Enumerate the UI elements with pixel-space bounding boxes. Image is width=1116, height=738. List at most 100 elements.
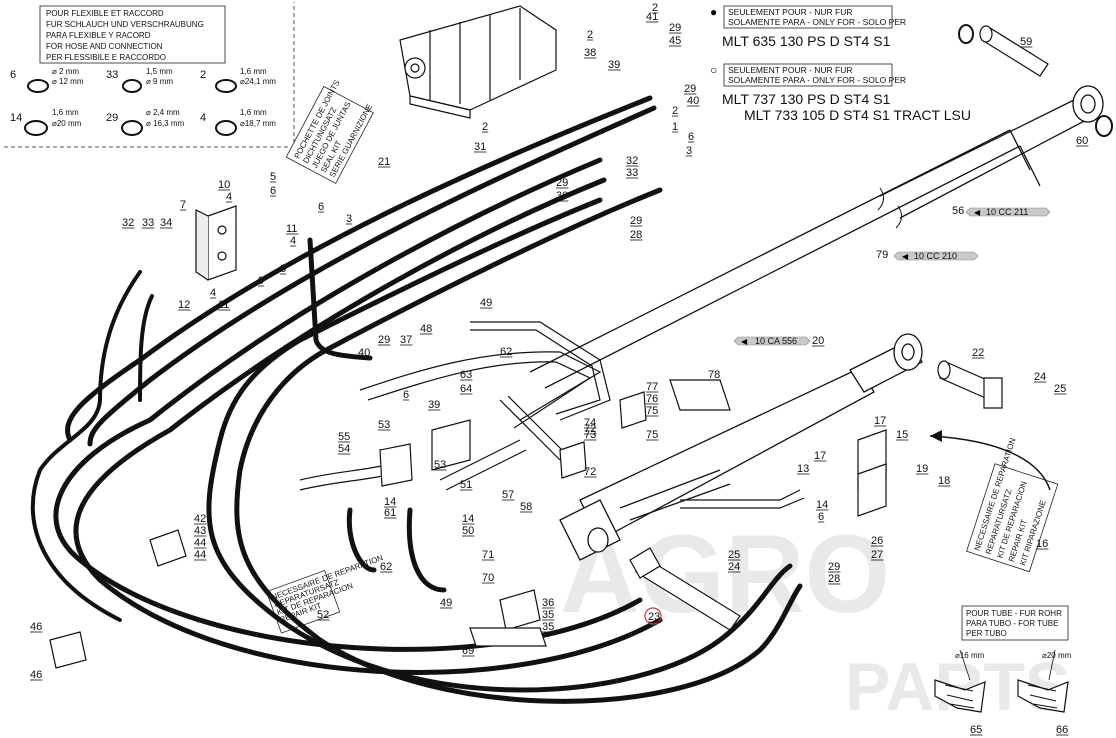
callout-6: 6: [403, 389, 409, 401]
callout-4: 4: [226, 191, 232, 203]
callout-26: 26: [871, 535, 883, 547]
legend-line-4: FOR HOSE AND CONNECTION: [46, 42, 163, 51]
callout-16: 16: [1036, 538, 1048, 550]
callout-11: 11: [218, 299, 229, 311]
callout-41: 41: [646, 11, 658, 23]
callout-72: 72: [584, 466, 596, 478]
callout-24: 24: [728, 561, 740, 573]
callout-43: 43: [194, 525, 206, 537]
svg-text:10 CA 556: 10 CA 556: [755, 336, 797, 346]
callout-20: 20: [812, 335, 824, 347]
arrow-left-icon: ◀: [902, 252, 909, 261]
tube-fitting-left-icon: [934, 679, 986, 713]
callout-33: 33: [626, 167, 638, 179]
callout-17: 17: [814, 450, 826, 462]
callout-7: 7: [180, 199, 186, 211]
callout-63: 63: [460, 369, 472, 381]
reference-badge-10cc211[interactable]: 10 CC 211 ◀: [965, 207, 1051, 217]
callout-32: 32: [122, 217, 134, 229]
legend-item-ref: 29: [106, 112, 118, 124]
callout-28: 28: [630, 229, 642, 241]
legend-line-3: PARA FLEXIBLE Y RACORD: [46, 31, 151, 40]
callout-48: 48: [420, 323, 432, 335]
reference-badge-10ca556[interactable]: 10 CA 556 ◀: [733, 336, 811, 346]
legend-item-ref: 4: [200, 112, 206, 124]
seal-ring-icon: [215, 79, 237, 93]
callout-64: 64: [460, 383, 472, 395]
legend-item-6: 6 ⌀ 2 mm ⌀ 12 mm: [10, 67, 84, 93]
filled-bullet-icon: ●: [710, 5, 717, 19]
callout-33: 33: [142, 217, 154, 229]
callout-72: 72: [584, 423, 596, 435]
callout-29: 29: [669, 22, 681, 34]
assembly-arrow: [929, 435, 1051, 491]
svg-text:SEULEMENT POUR - NUR FUR: SEULEMENT POUR - NUR FUR: [728, 7, 853, 17]
callout-37: 37: [400, 334, 412, 346]
svg-text:⌀ 9 mm: ⌀ 9 mm: [146, 77, 173, 86]
callout-71: 71: [482, 549, 494, 561]
callout-23: 23: [648, 611, 660, 623]
callout-4: 4: [290, 235, 296, 247]
callout-31: 31: [474, 141, 486, 153]
arrow-head-icon: [930, 430, 942, 442]
callout-66: 66: [1056, 724, 1068, 736]
callout-70: 70: [482, 572, 494, 584]
callout-9: 9: [258, 275, 264, 287]
legend-item-ref: 14: [10, 112, 22, 124]
callout-53: 53: [378, 419, 390, 431]
callout-29: 29: [828, 561, 840, 573]
callout-45: 45: [669, 35, 681, 47]
compensation-cylinder: [559, 333, 923, 561]
callout-35: 35: [542, 609, 554, 621]
callout-50: 50: [462, 525, 474, 537]
svg-text:10 CC 210: 10 CC 210: [914, 251, 957, 261]
callout-1: 1: [672, 121, 678, 133]
callout-25: 25: [728, 549, 740, 561]
legend-item-ref: 6: [10, 69, 16, 81]
arrow-left-icon: ◀: [741, 337, 748, 346]
svg-text:POUR TUBE - FUR ROHR: POUR TUBE - FUR ROHR: [966, 609, 1062, 618]
legend-item-14: 14 1,6 mm ⌀20 mm: [10, 108, 82, 136]
callout-73: 73: [584, 429, 596, 441]
legend-item-ref: 33: [106, 69, 118, 81]
callout-13: 13: [797, 463, 809, 475]
seal-ring-icon: [215, 120, 237, 136]
legend-item-2: 2 1,6 mm ⌀24,1 mm: [200, 67, 276, 93]
callout-42: 42: [194, 513, 206, 525]
reference-badge-10cc210[interactable]: 10 CC 210 ◀: [893, 251, 979, 261]
callout-layer: 1222233444566666789101111121314141415161…: [30, 2, 1089, 736]
callout-3: 3: [346, 213, 352, 225]
callout-54: 54: [338, 443, 350, 455]
callout-18: 18: [938, 475, 950, 487]
svg-text:⌀ 2,4 mm: ⌀ 2,4 mm: [146, 108, 180, 117]
callout-11: 11: [286, 223, 297, 235]
callout-12: 12: [178, 299, 190, 311]
callout-74: 74: [584, 417, 596, 429]
svg-text:PARA TUBO - FOR TUBE: PARA TUBO - FOR TUBE: [966, 619, 1058, 628]
svg-text:1,5 mm: 1,5 mm: [146, 67, 173, 76]
callout-22: 22: [972, 347, 984, 359]
callout-58: 58: [520, 501, 532, 513]
callout-29: 29: [378, 334, 390, 346]
callout-44: 44: [194, 537, 206, 549]
callout-15: 15: [896, 429, 908, 441]
badge-ref-79: 79: [876, 249, 888, 261]
callout-2: 2: [652, 2, 658, 14]
badge-ref-56: 56: [952, 205, 964, 217]
callout-69: 69: [462, 645, 474, 657]
rigid-tubes: [299, 321, 805, 509]
svg-text:⌀24,1 mm: ⌀24,1 mm: [240, 77, 276, 86]
tube-fitting-right-icon: [1017, 679, 1069, 713]
callout-49: 49: [480, 297, 492, 309]
callout-6: 6: [270, 185, 276, 197]
svg-text:⌀ 12 mm: ⌀ 12 mm: [52, 77, 84, 86]
svg-text:1,6 mm: 1,6 mm: [240, 67, 267, 76]
mounting-plate-icon: [469, 379, 731, 647]
callout-17: 17: [874, 415, 886, 427]
svg-text:1,6 mm: 1,6 mm: [52, 108, 79, 117]
svg-text:SOLAMENTE PARA - ONLY FOR - SO: SOLAMENTE PARA - ONLY FOR - SOLO PER: [728, 75, 906, 85]
callout-51: 51: [460, 479, 472, 491]
manifold-block-7: [195, 205, 237, 281]
legend-line-5: PER FLESSIBILE E RACCORDO: [46, 53, 166, 62]
callout-19: 19: [916, 463, 928, 475]
